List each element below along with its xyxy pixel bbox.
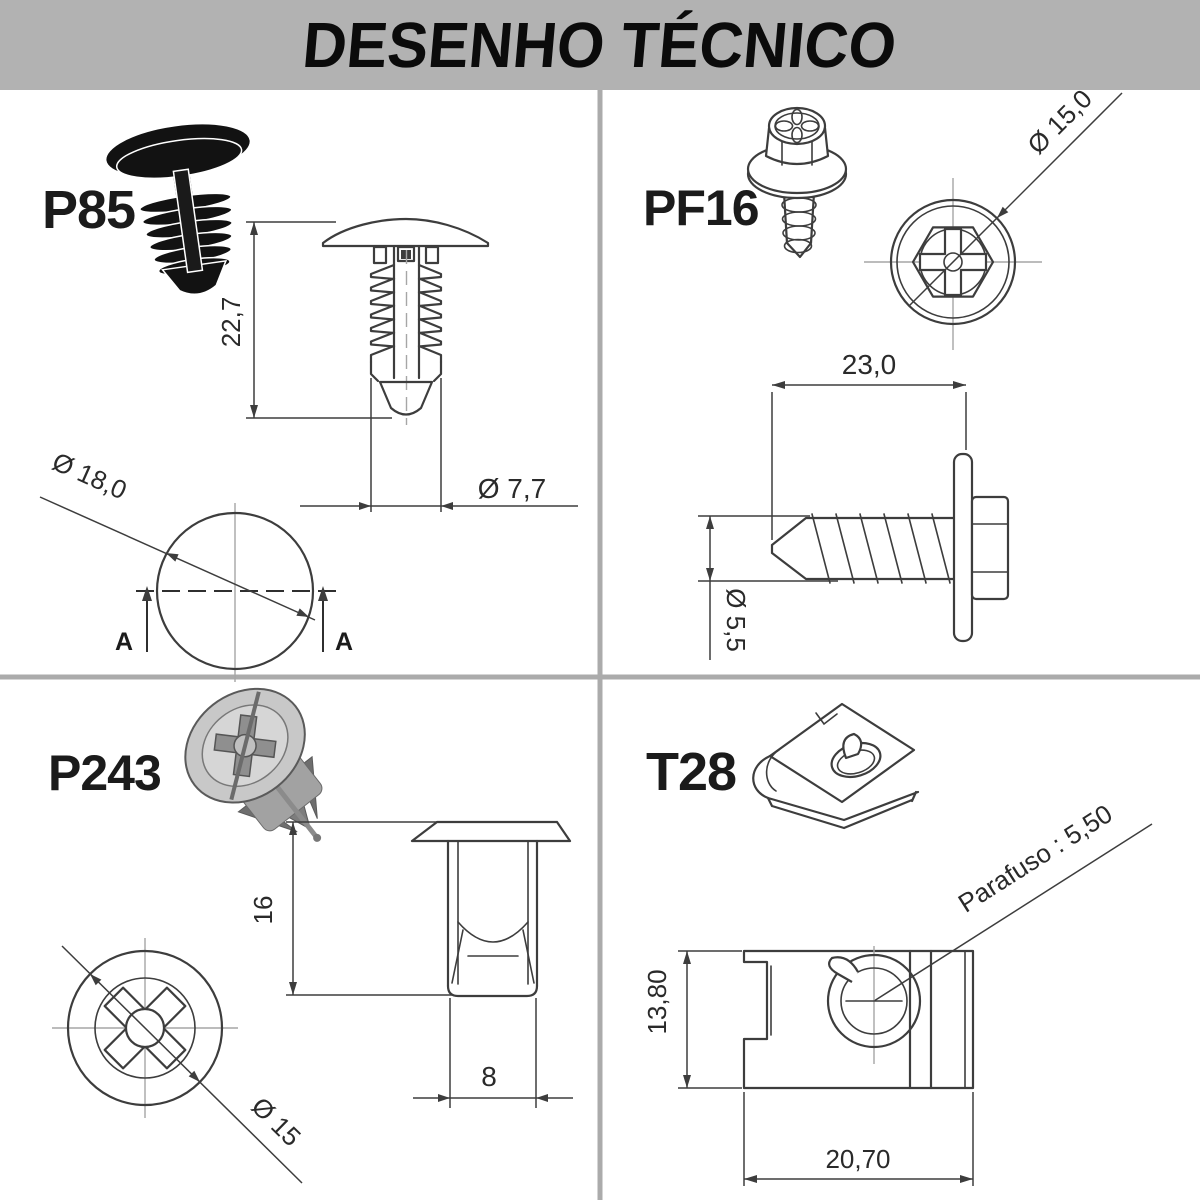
- quadrant-p85: P85: [39, 122, 578, 682]
- t28-height-value: 13,80: [642, 969, 672, 1034]
- part-label-p243: P243: [48, 745, 161, 801]
- p85-section-label-right: A: [335, 628, 353, 656]
- quadrant-pf16: PF16: [643, 83, 1123, 660]
- t28-tab-pictorial: [842, 732, 863, 760]
- p85-dimension-height: 22,7: [216, 221, 392, 419]
- p85-top-view: Ø 18,0 A A: [39, 446, 353, 682]
- t28-screw-note: Parafuso : 5,50: [873, 798, 1153, 1002]
- p243-top-view: Ø 15: [52, 938, 307, 1184]
- quadrant-t28: T28 Parafuso : 5,50: [642, 702, 1153, 1186]
- p85-height-value: 22,7: [216, 297, 246, 348]
- pf16-washer-diameter-value: Ø 15,0: [1021, 83, 1097, 159]
- pf16-threads: [811, 513, 951, 584]
- p85-section-label-left: A: [115, 628, 133, 656]
- pf16-thread-diameter-value: Ø 5,5: [721, 588, 751, 652]
- part-label-pf16: PF16: [643, 180, 759, 236]
- quadrant-p243: P243: [48, 687, 573, 1184]
- p243-width-value: 8: [481, 1061, 497, 1092]
- pf16-pictorial-screw: [746, 106, 848, 259]
- p243-pictorial-rivet: [184, 687, 323, 842]
- title-banner: DESENHO TÉCNICO: [0, 0, 1200, 90]
- t28-top-view: [742, 946, 975, 1090]
- p85-head-diameter-value: Ø 18,0: [48, 446, 132, 505]
- pf16-length-value: 23,0: [842, 349, 897, 380]
- quadrant-dividers: [0, 90, 1200, 1200]
- t28-dimension-height: 13,80: [642, 950, 742, 1089]
- t28-dimension-width: 20,70: [743, 1092, 974, 1186]
- pf16-dimension-length: 23,0: [771, 349, 967, 540]
- p85-section-arrows: A A: [115, 586, 353, 656]
- p243-dimension-height: 16: [248, 821, 452, 996]
- t28-snap-tab: [828, 956, 859, 983]
- p243-flange-diameter-value: Ø 15: [246, 1091, 307, 1152]
- p243-height-value: 16: [248, 896, 278, 925]
- pf16-dimension-thread-diameter: Ø 5,5: [698, 515, 838, 660]
- p85-fin-diameter-value: Ø 7,7: [478, 473, 546, 504]
- pf16-side-view: [770, 452, 1010, 643]
- p85-dimension-fin-diameter: Ø 7,7: [300, 378, 578, 512]
- p243-side-view: [410, 820, 572, 998]
- pf16-phillips-recess-pictorial: [774, 108, 820, 144]
- part-label-p85: P85: [42, 180, 135, 240]
- t28-screw-note-value: Parafuso : 5,50: [953, 798, 1118, 918]
- part-label-t28: T28: [646, 742, 736, 802]
- page-title: DESENHO TÉCNICO: [300, 9, 900, 81]
- p85-side-view: [321, 217, 490, 425]
- t28-width-value: 20,70: [825, 1144, 890, 1174]
- p85-pictorial-clip: [104, 122, 252, 296]
- p85-fins: [369, 263, 443, 364]
- p243-dimension-width: 8: [413, 998, 573, 1108]
- t28-pictorial-clip: [752, 702, 920, 830]
- pf16-top-view: Ø 15,0: [864, 83, 1123, 350]
